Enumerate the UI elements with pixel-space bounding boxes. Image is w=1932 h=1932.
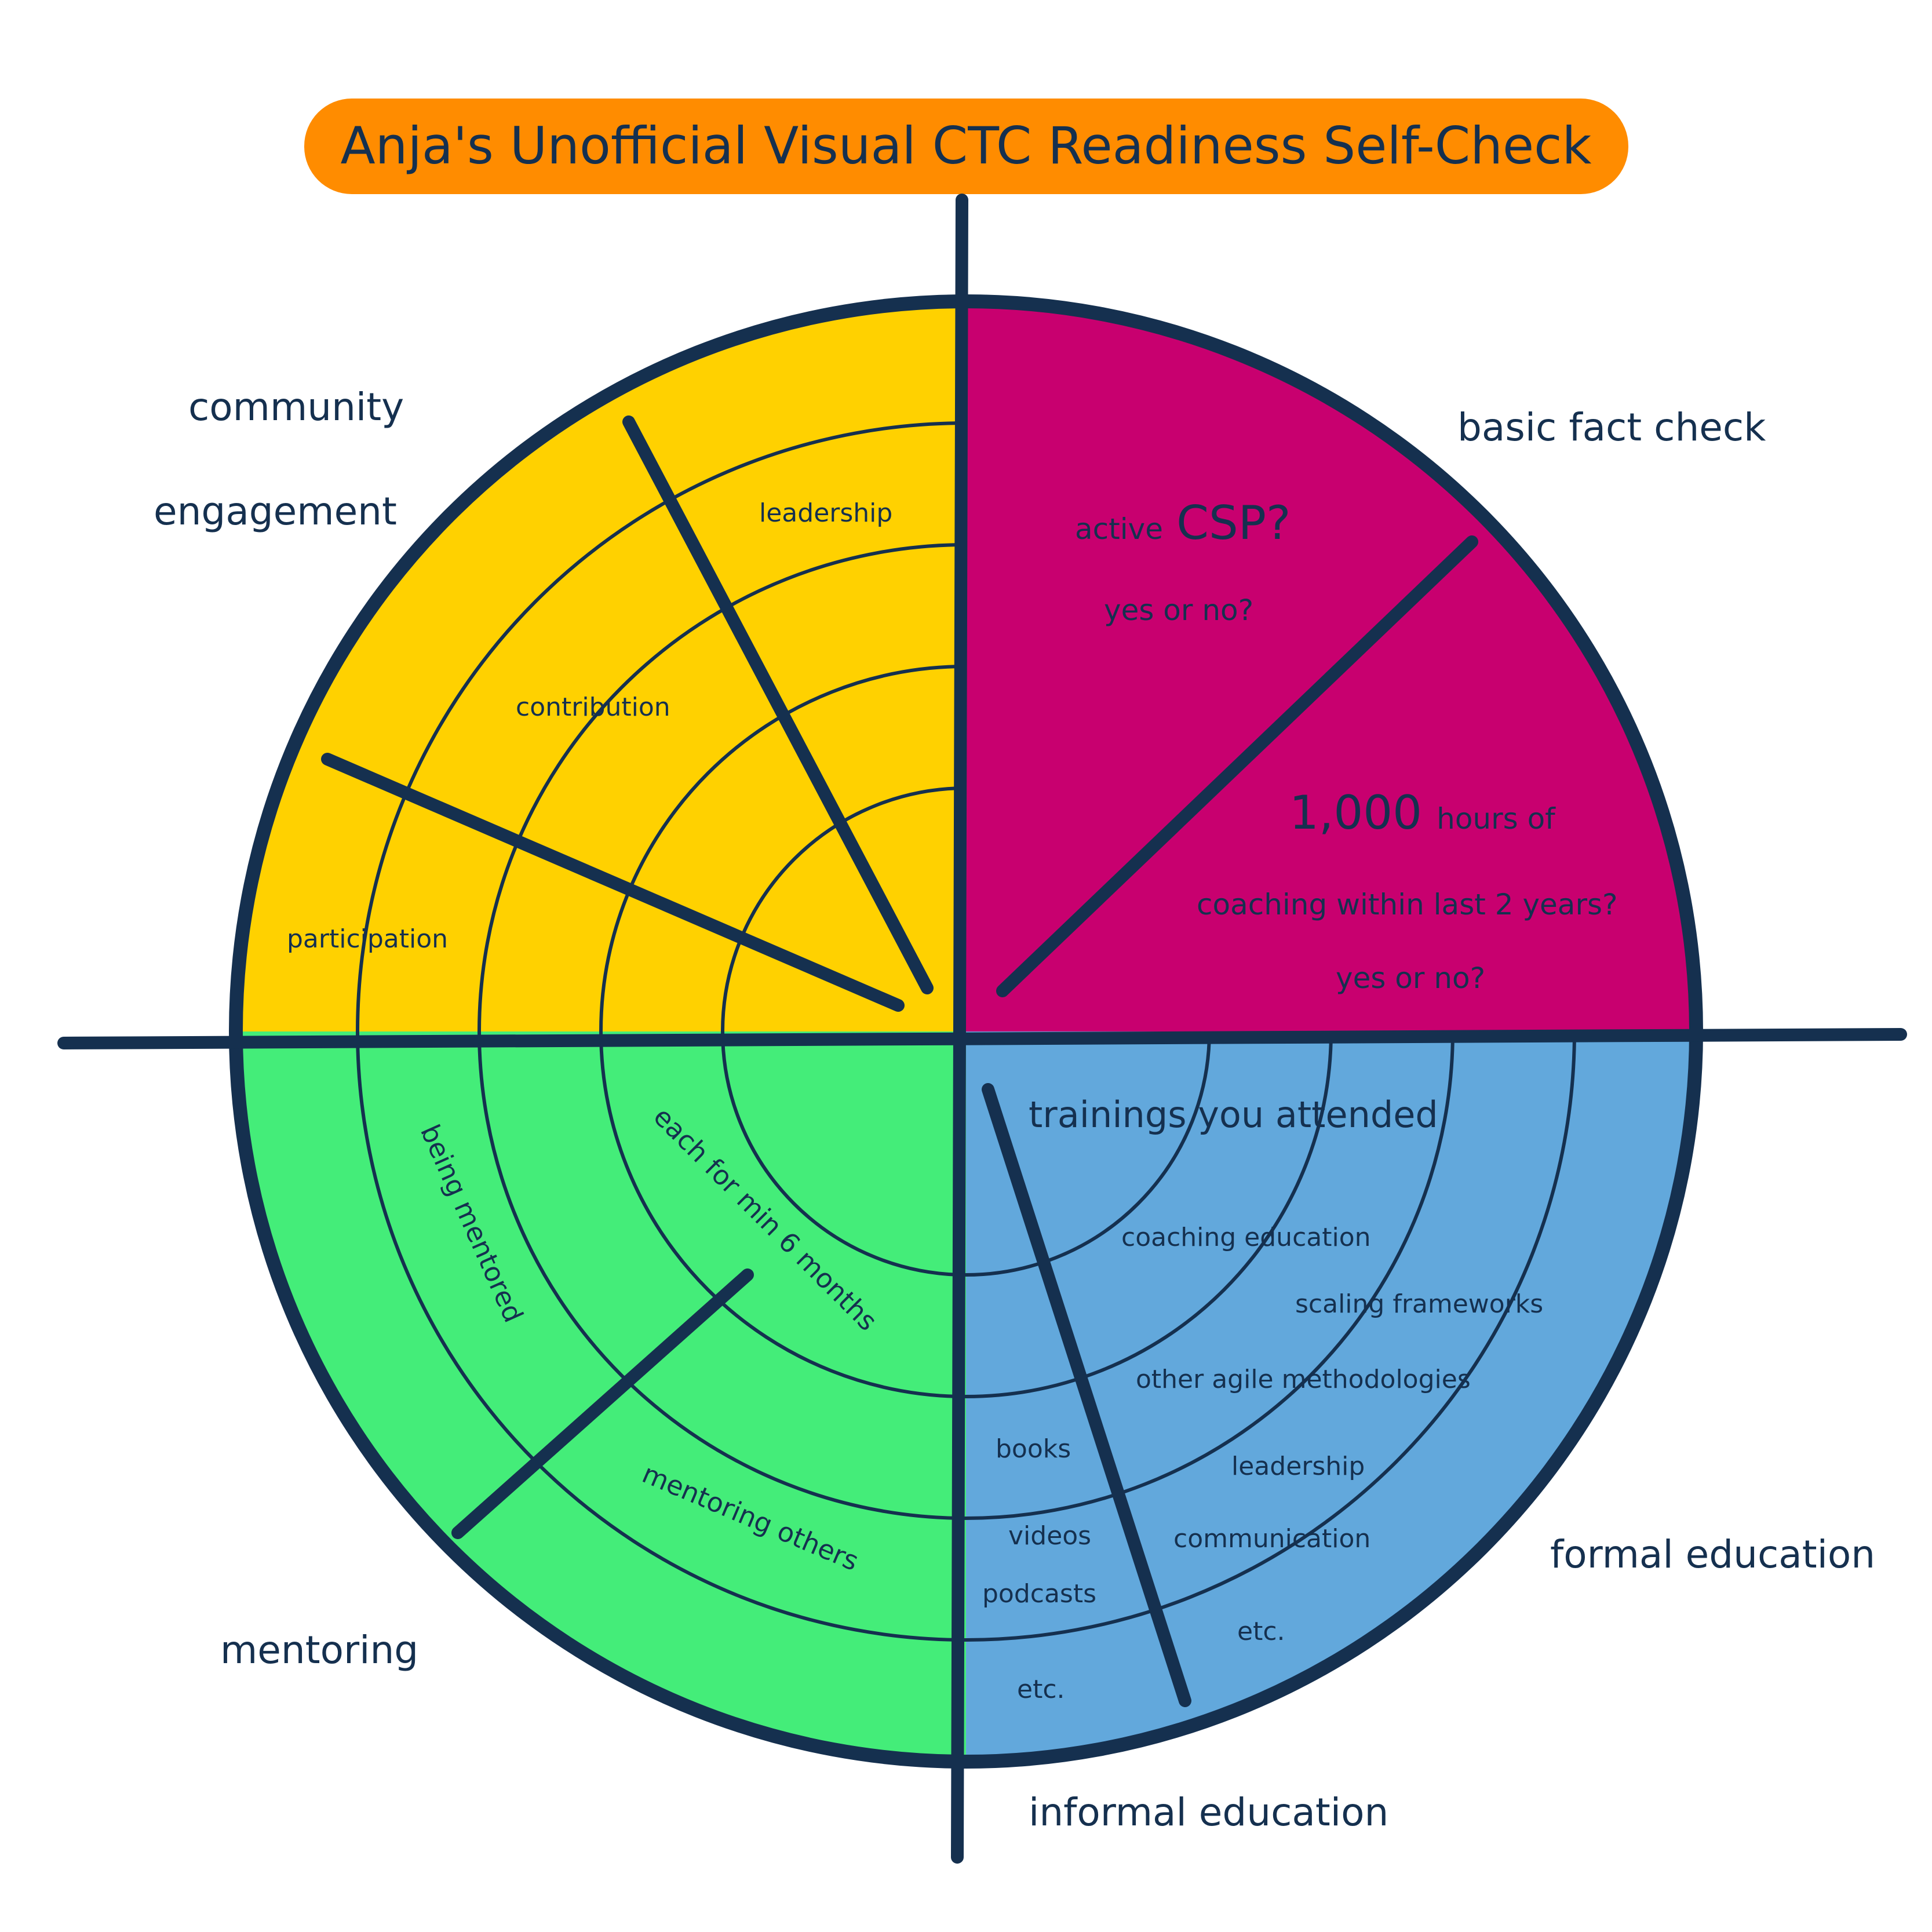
hours-yes-no: yes or no? <box>1336 961 1485 995</box>
formal-item-communication: communication <box>1173 1524 1370 1554</box>
csp-question: active CSP? <box>1075 496 1291 550</box>
quadrant-mentoring <box>236 1031 966 1762</box>
informal-item-etc: etc. <box>1017 1675 1065 1704</box>
divider-leadership-contribution <box>622 415 934 994</box>
segment-contribution: contribution <box>516 692 670 722</box>
page-title: Anja's Unofficial Visual CTC Readiness S… <box>340 116 1591 176</box>
divider-csp-hours <box>996 535 1478 997</box>
title-banner <box>304 99 1628 194</box>
trainings-title: trainings you attended <box>1029 1093 1438 1136</box>
label-formal-education: formal education <box>1550 1532 1875 1577</box>
formal-item-scaling-frameworks: scaling frameworks <box>1295 1289 1543 1319</box>
label-basic-fact-check: basic fact check <box>1457 405 1766 450</box>
formal-item-etc: etc. <box>1237 1617 1285 1646</box>
formal-item-leadership: leadership <box>1231 1452 1365 1481</box>
informal-item-podcasts: podcasts <box>982 1579 1096 1609</box>
divider-being-mentored-mentoring-others <box>451 1268 754 1539</box>
informal-item-videos: videos <box>1008 1521 1091 1551</box>
horizontal-axis <box>57 1028 1907 1049</box>
label-mentoring: mentoring <box>220 1628 418 1672</box>
formal-item-other-agile: other agile methodologies <box>1136 1365 1471 1394</box>
divider-informal-formal <box>982 1083 1191 1707</box>
hours-question: 1,000 hours of <box>1289 786 1556 840</box>
formal-item-coaching-education: coaching education <box>1121 1223 1371 1252</box>
hours-line2: coaching within last 2 years? <box>1197 888 1618 921</box>
segment-leadership: leadership <box>759 498 892 528</box>
csp-yes-no: yes or no? <box>1104 593 1253 627</box>
vertical-axis <box>951 194 968 1864</box>
label-engagement: engagement <box>154 489 397 534</box>
informal-item-books: books <box>996 1434 1071 1464</box>
quadrant-community-engagement <box>236 301 966 1031</box>
label-informal-education: informal education <box>1029 1790 1388 1835</box>
divider-contribution-participation <box>321 753 905 1012</box>
segment-participation: participation <box>287 924 448 954</box>
label-community: community <box>188 385 404 429</box>
quadrant-education <box>966 1031 1696 1762</box>
